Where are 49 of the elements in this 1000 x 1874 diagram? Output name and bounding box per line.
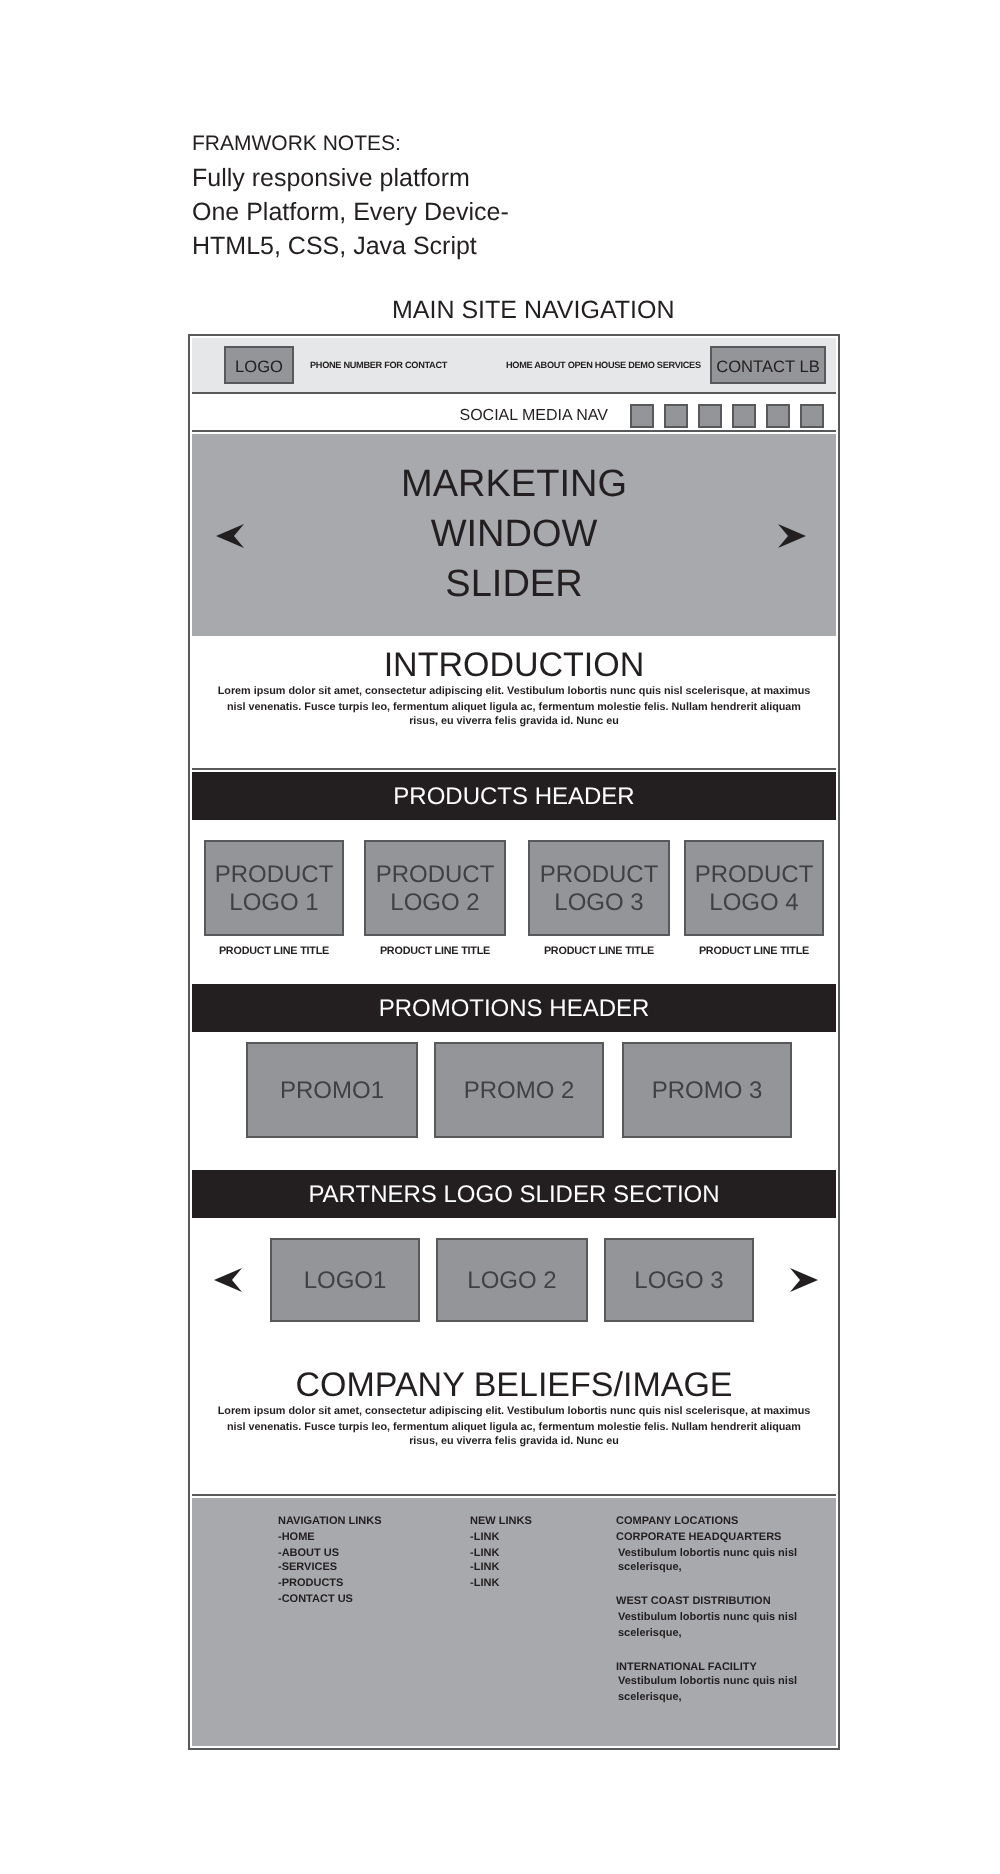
social-icon-placeholder — [664, 404, 688, 428]
section-heading: COMPANY BELIEFS/IMAGE — [295, 1366, 733, 1406]
placeholder-box — [436, 1238, 588, 1322]
placeholder-label: PROMO1 — [279, 1076, 384, 1104]
note-text: One Platform, Every Device- — [192, 198, 509, 226]
section-header-bar — [192, 772, 836, 820]
section-header-bar — [192, 1170, 836, 1218]
note-text: HTML5, CSS, Java Script — [192, 232, 477, 260]
section-heading: PROMOTIONS HEADER — [378, 994, 650, 1022]
placeholder-label: LOGO 2 — [467, 1266, 557, 1294]
social-icon-placeholder — [732, 404, 756, 428]
section-title: MAIN SITE NAVIGATION — [392, 296, 675, 324]
slider-heading: MARKETING WINDOW SLIDER — [399, 462, 629, 610]
placeholder-label: PRODUCT LOGO 4 — [692, 860, 816, 916]
placeholder-box — [604, 1238, 754, 1322]
placeholder-label: PROMO 2 — [463, 1076, 575, 1104]
placeholder-box — [622, 1042, 792, 1138]
section-header-bar — [192, 984, 836, 1032]
header-button — [224, 346, 294, 384]
placeholder-box — [270, 1238, 420, 1322]
header-bar — [192, 338, 836, 394]
placeholder-label: PRODUCT LOGO 3 — [537, 860, 661, 916]
social-icon-placeholder — [698, 404, 722, 428]
placeholder-label: LOGO1 — [303, 1266, 387, 1294]
placeholder-label: LOGO 3 — [634, 1266, 724, 1294]
section-heading: PARTNERS LOGO SLIDER SECTION — [308, 1180, 720, 1208]
note-text: Fully responsive platform — [192, 164, 470, 192]
footer-panel — [192, 1498, 836, 1746]
header-button — [710, 346, 826, 384]
placeholder-label: PRODUCT LOGO 1 — [212, 860, 336, 916]
section-label: SOCIAL MEDIA NAV — [459, 405, 608, 423]
social-nav-bar — [192, 398, 836, 432]
social-icon-placeholder — [766, 404, 790, 428]
placeholder-box — [434, 1042, 604, 1138]
placeholder-box — [364, 840, 506, 936]
note-text: FRAMWORK NOTES: — [192, 132, 401, 156]
social-icon-placeholder — [800, 404, 824, 428]
placeholder-box — [246, 1042, 418, 1138]
placeholder-box — [684, 840, 824, 936]
placeholder-box — [204, 840, 344, 936]
section-heading: PRODUCTS HEADER — [393, 782, 635, 810]
placeholder-label: PROMO 3 — [651, 1076, 763, 1104]
section-heading: INTRODUCTION — [383, 646, 645, 686]
placeholder-label: LOGO — [235, 355, 283, 375]
placeholder-label: CONTACT LB — [716, 355, 820, 375]
social-icon-placeholder — [630, 404, 654, 428]
slider-panel — [192, 434, 836, 636]
placeholder-label: PRODUCT LOGO 2 — [373, 860, 497, 916]
placeholder-box — [528, 840, 670, 936]
